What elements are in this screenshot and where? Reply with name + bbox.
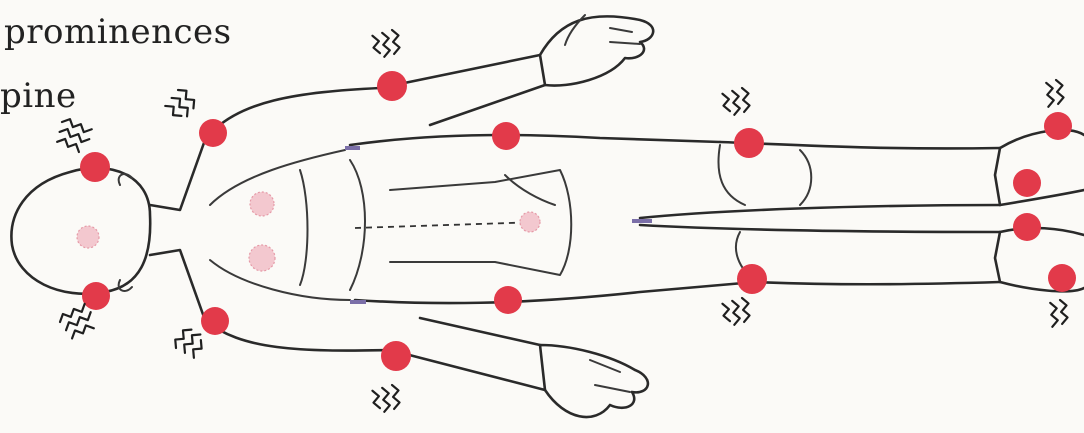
chest-left <box>210 150 350 300</box>
tender-point-head-bottom <box>82 282 110 310</box>
tender-point-hip-bottom <box>494 286 522 314</box>
ear-top <box>119 174 132 185</box>
faint-point-chest-bottom <box>249 245 275 271</box>
torso-top-edge <box>350 135 720 145</box>
pain-zigzag-icon <box>54 117 94 154</box>
ribcage <box>390 170 571 275</box>
tender-point-foot-2 <box>1013 169 1041 197</box>
pain-zigzag-icon <box>372 384 400 412</box>
pain-zigzag-icon <box>1050 299 1068 326</box>
tender-point-arm-bottom <box>381 341 411 371</box>
tender-point-head-top <box>80 152 110 182</box>
neck-outline <box>150 140 205 320</box>
tender-point-knee-bottom <box>737 264 767 294</box>
pain-zigzag-icon <box>171 324 208 361</box>
upper-arm-bottom <box>390 318 545 390</box>
hand-top <box>540 16 653 85</box>
tender-point-foot-1 <box>1044 112 1072 140</box>
tender-point-arm-top <box>377 71 407 101</box>
pain-zigzag-icon <box>372 29 400 57</box>
pain-zigzag-icon <box>722 297 750 325</box>
foot-top <box>995 130 1084 205</box>
tender-point-shoulder-top <box>199 119 227 147</box>
leg-bottom-outer <box>755 282 1000 284</box>
tender-point-shoulder-bottom <box>201 307 229 335</box>
knee-top <box>718 145 811 205</box>
pain-zigzag-icon <box>163 86 200 123</box>
faint-point-abdomen <box>520 212 540 232</box>
faint-point-face <box>77 226 99 248</box>
faint-point-chest-top <box>250 192 274 216</box>
pain-zigzag-icon <box>722 87 750 115</box>
hand-top-fingers <box>565 15 640 45</box>
spine-line <box>355 222 540 228</box>
torso-bottom-edge <box>355 282 755 303</box>
tender-point-foot-4 <box>1048 264 1076 292</box>
leg-top-inner <box>640 205 1000 218</box>
tender-point-foot-3 <box>1013 213 1041 241</box>
leg-bottom-inner <box>640 225 1000 232</box>
shoulder-bottom <box>205 320 390 351</box>
pain-zigzag-icon <box>1046 79 1064 106</box>
hand-bottom <box>540 345 648 417</box>
tender-point-hip-top <box>492 122 520 150</box>
tender-point-knee-top <box>734 128 764 158</box>
rib-lines <box>300 160 555 290</box>
shoulder-top <box>205 88 380 140</box>
